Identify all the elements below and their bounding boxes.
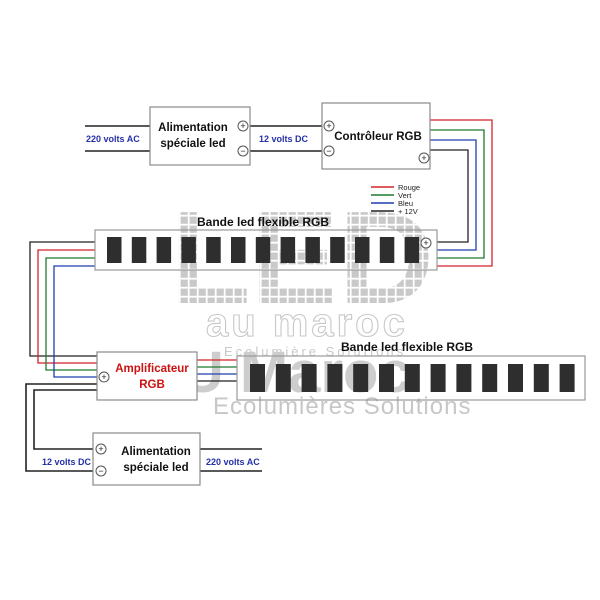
plus-sign: + [101,372,106,382]
led-pad [275,364,291,392]
plus-sign: + [240,121,245,131]
rgb-controller: Contrôleur RGB [321,102,431,170]
led-pad [482,364,498,392]
rgb-wires-amplifier-to-strip [197,359,237,382]
controller-box [321,102,431,170]
plus-sign: + [423,238,428,248]
amplifier-box [96,351,198,401]
wire-red [430,119,493,267]
wire-red [37,249,97,364]
led-pad [255,237,271,263]
led-pad [355,237,370,263]
led-pad [107,237,122,263]
wire-legend: Rouge Vert Bleu + 12V [371,183,420,216]
led-pad [404,237,420,263]
led-pad [379,364,394,392]
led-pad [280,237,296,263]
led-pad [156,237,172,263]
plus-sign: + [98,444,103,454]
wire-blue [53,265,97,378]
led-pad [379,237,395,263]
power-wires [25,125,322,472]
dc-link-label: 12 volts DC [259,134,309,144]
plus-sign: + [326,121,331,131]
led-pad [559,364,575,392]
psu-bottom: Alimentation spéciale led [92,432,201,486]
psu-top-box [149,106,251,166]
wire-green [430,129,485,259]
led-pad [181,237,196,263]
strip-top-title: Bande led flexible RGB [197,215,329,229]
legend-label-bleu: Bleu [398,199,413,208]
led-pad [456,364,472,392]
wire-green [45,257,97,371]
wire-12v [430,149,469,243]
voltage-labels: 220 volts AC 12 volts DC 12 volts DC 220… [42,134,309,467]
rgb-wires-controller-to-strip [430,119,493,267]
psu-top-minus-terminal: − [237,145,249,157]
controller-minus-in-terminal: − [323,145,335,157]
led-pad [508,364,523,392]
wire-12v [29,241,97,357]
psu-top-plus-terminal: + [237,120,249,132]
led-pad [301,364,317,392]
led-pad [404,364,420,392]
controller-plus-in-terminal: + [323,120,335,132]
ac-bottom-label: 220 volts AC [206,457,260,467]
psu-top-label-2: spéciale led [160,138,225,150]
psu-top-label-1: Alimentation [158,122,228,134]
led-pad [131,237,147,263]
dc-bottom-label: 12 volts DC [42,457,92,467]
led-pad [353,364,369,392]
psu-bottom-label-1: Alimentation [121,446,191,458]
led-strip-top-pads [107,237,420,263]
led-strip-bottom [236,355,586,401]
minus-sign: − [326,146,331,156]
led-pad [231,237,246,263]
amplifier-plus-terminal: + [98,371,110,383]
amplifier-label-2: RGB [139,379,165,391]
strip-top-plus-terminal: + [420,237,432,249]
legend-label-vert: Vert [398,191,412,200]
psu-bottom-box [92,432,201,486]
strip-bottom-title: Bande led flexible RGB [341,340,473,354]
led-pad [206,237,221,263]
legend-label-12v: + 12V [398,207,418,216]
rgb-wires-strip-to-amplifier [29,241,97,378]
terminals: + − + − + + + [95,120,432,477]
led-pad [250,364,265,392]
plus-sign: + [421,153,426,163]
led-strip-top [94,229,438,271]
wire-dc-bottom-minus [25,383,97,472]
wire-dc-bottom-plus [33,389,97,450]
ac-top-label: 220 volts AC [86,134,140,144]
minus-sign: − [98,466,103,476]
wire-blue [430,139,477,251]
led-strip-bottom-pads [250,364,575,392]
rgb-amplifier: Amplificateur RGB [96,351,198,401]
psu-top: Alimentation spéciale led [149,106,251,166]
led-pad [330,237,345,263]
legend-label-rouge: Rouge [398,183,420,192]
controller-out-terminal: + [418,152,430,164]
minus-sign: − [240,146,245,156]
psu-bottom-plus-terminal: + [95,443,107,455]
led-pad [327,364,343,392]
led-pad [430,364,446,392]
psu-bottom-minus-terminal: − [95,465,107,477]
led-pad [305,237,320,263]
amplifier-label-1: Amplificateur [115,363,189,375]
controller-label: Contrôleur RGB [334,131,422,143]
psu-bottom-label-2: spéciale led [123,462,188,474]
led-pad [533,364,549,392]
